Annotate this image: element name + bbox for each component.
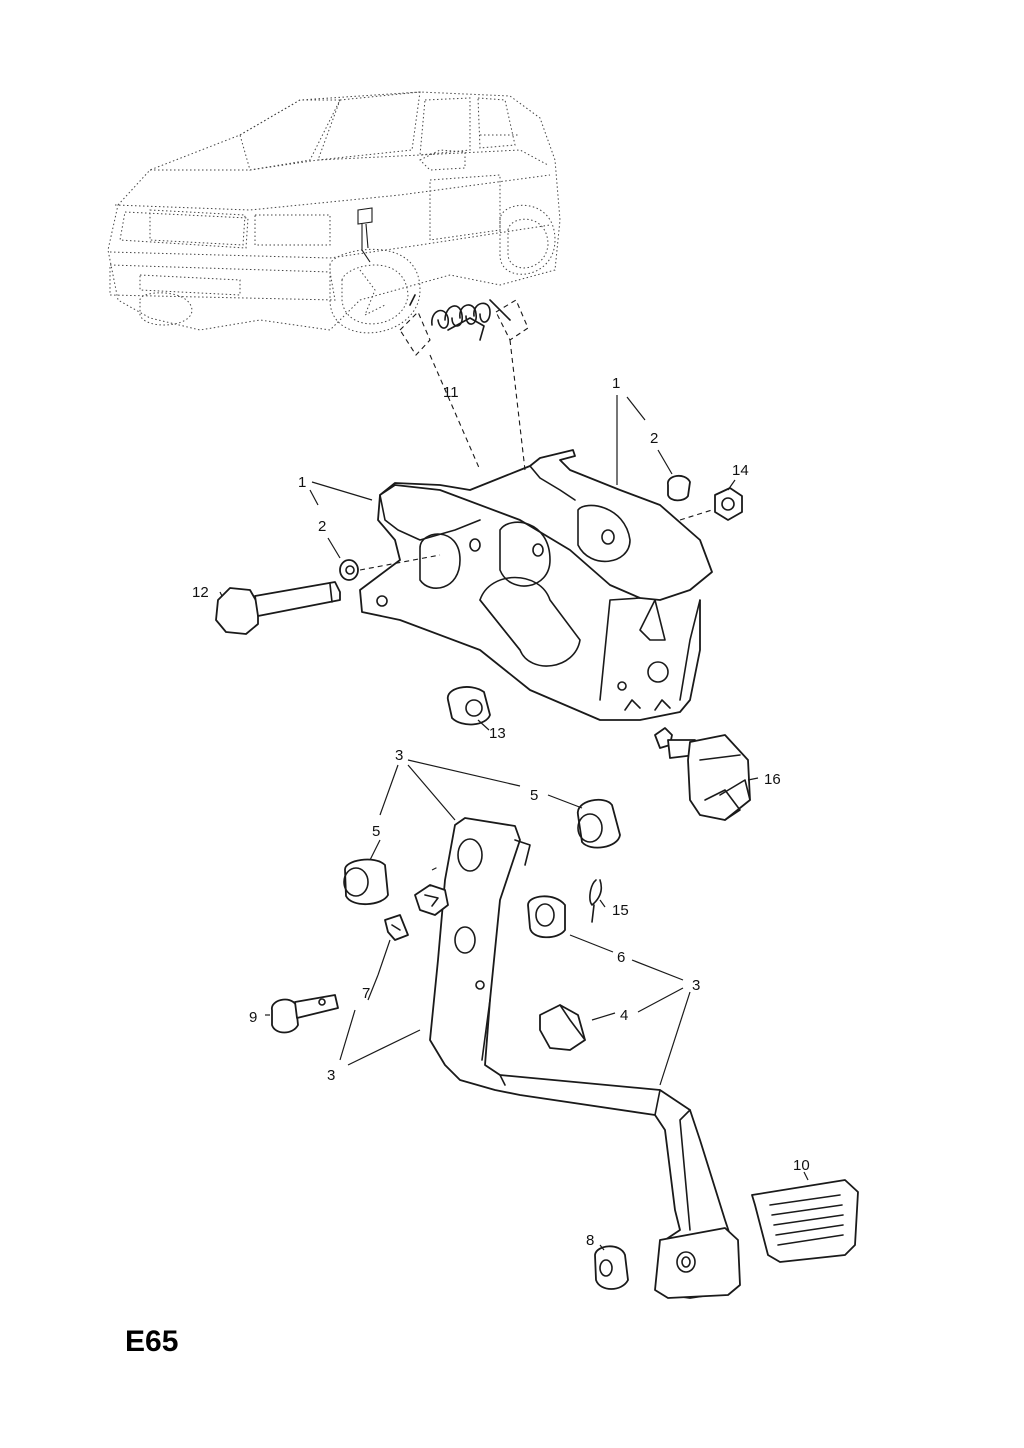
callout-3-top: 3 xyxy=(395,747,403,764)
callout-2-left: 2 xyxy=(318,518,326,535)
callout-14: 14 xyxy=(732,462,749,479)
washer-8 xyxy=(594,1245,629,1290)
callout-6: 6 xyxy=(617,949,625,966)
leader-lines xyxy=(219,395,809,1251)
callout-5-right: 5 xyxy=(530,787,538,804)
callout-5-left: 5 xyxy=(372,823,380,840)
callout-9: 9 xyxy=(249,1009,257,1026)
callout-4: 4 xyxy=(620,1007,628,1024)
callout-2-upper: 2 xyxy=(650,430,658,447)
washer-2a xyxy=(339,559,359,581)
bolt-12 xyxy=(215,581,341,635)
callout-10: 10 xyxy=(793,1157,810,1174)
pin-9 xyxy=(271,994,339,1034)
callout-1-upper: 1 xyxy=(612,375,620,392)
callout-1-left: 1 xyxy=(298,474,306,491)
callout-12: 12 xyxy=(192,584,209,601)
callout-8: 8 xyxy=(586,1232,594,1249)
bushing-5b xyxy=(343,858,389,906)
return-spring xyxy=(399,294,529,471)
pedal-bracket xyxy=(359,449,713,721)
stopper-4 xyxy=(539,1004,586,1051)
callout-3-bottom: 3 xyxy=(327,1067,335,1084)
bushing-6 xyxy=(527,895,566,939)
callout-15: 15 xyxy=(612,902,629,919)
retainer-clip xyxy=(414,884,449,916)
callout-11: 11 xyxy=(443,384,459,401)
brake-pedal-arm xyxy=(429,817,741,1299)
nut-14 xyxy=(714,487,743,521)
bushing-5a xyxy=(577,798,621,849)
callout-16: 16 xyxy=(764,771,781,788)
washer-2b xyxy=(667,475,691,502)
clip-7 xyxy=(384,914,409,941)
bushing-13 xyxy=(447,686,491,726)
cotter-pin-15 xyxy=(589,879,603,923)
page-code: E65 xyxy=(125,1325,179,1358)
pedal-pad-10 xyxy=(751,1179,859,1263)
callout-13: 13 xyxy=(489,725,506,742)
callout-7: 7 xyxy=(362,985,370,1002)
callout-labels: 1 2 14 11 1 2 12 13 16 3 5 5 15 6 3 4 7 … xyxy=(192,375,810,1249)
switch-16 xyxy=(654,727,751,821)
callout-3-right: 3 xyxy=(692,977,700,994)
vehicle-illustration xyxy=(107,91,561,334)
